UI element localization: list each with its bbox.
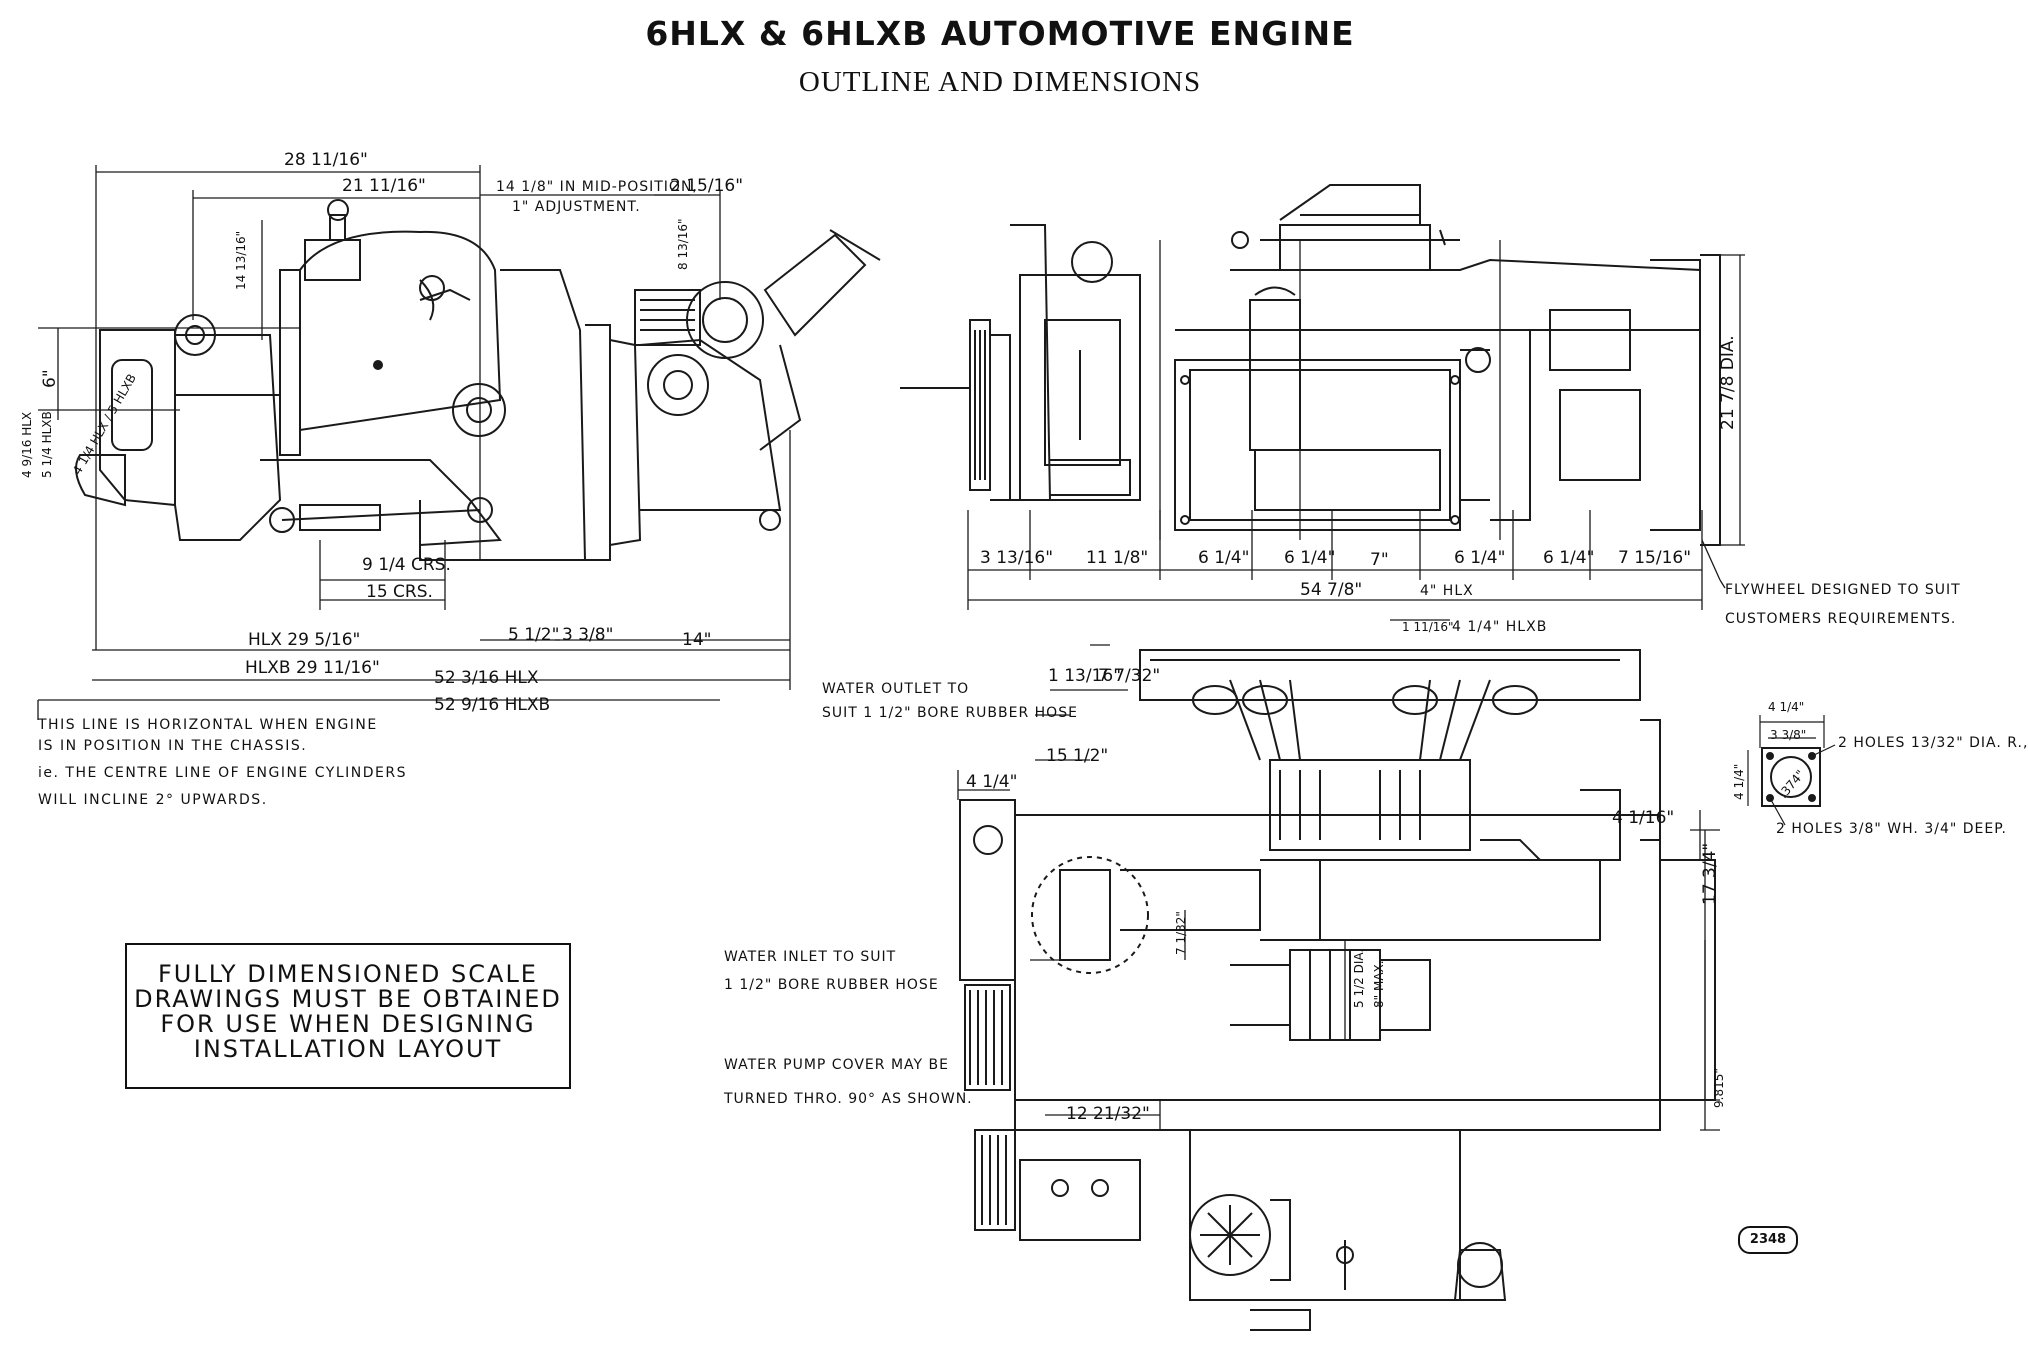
water-outlet-note-1: WATER OUTLET TO <box>822 681 970 697</box>
elev-dim-5: 7" <box>1370 550 1389 570</box>
pump-cover-note-2: TURNED THRO. 90° AS SHOWN. <box>724 1091 973 1107</box>
dim-left-hlx: 4 9/16 HLX <box>20 411 34 478</box>
flange-dim-4v: 4 1/4" <box>1732 763 1746 800</box>
side-view-dimension-lines <box>37 165 791 720</box>
side-elevation-dimension-lines <box>967 240 1745 610</box>
plan-view-dimension-lines <box>957 619 1720 1131</box>
flange-dimension-lines <box>1747 715 1836 826</box>
elev-dim-6: 6 1/4" <box>1454 548 1506 568</box>
plan-dim-17: 17 3/4" <box>1700 842 1720 905</box>
flange-dim-3: 3 3/8" <box>1770 728 1807 742</box>
water-inlet-note-2: 1 1/2" BORE RUBBER HOSE <box>724 977 939 993</box>
plan-dim-1-13: 1 13/16" <box>1048 666 1122 686</box>
elev-dim-4: 6 1/4" <box>1284 548 1336 568</box>
dim-mid-position: 14 1/8" IN MID-POSITION, <box>496 179 698 195</box>
note-line-1: THIS LINE IS HORIZONTAL WHEN ENGINE <box>38 717 378 733</box>
elev-dim-8: 7 15/16" <box>1618 548 1692 568</box>
flywheel-note-2: CUSTOMERS REQUIREMENTS. <box>1725 611 1957 627</box>
pump-cover-note-1: WATER PUMP COVER MAY BE <box>724 1057 949 1073</box>
dim-5-half: 5 1/2" <box>508 625 560 645</box>
side-elevation-engine <box>900 184 1721 546</box>
plan-view-engine <box>959 649 1716 1331</box>
dim-crs-15: 15 CRS. <box>366 582 433 602</box>
plan-dim-7-7: 7 7/32" <box>1098 666 1161 686</box>
drawing-subtitle: OUTLINE AND DIMENSIONS <box>798 66 1202 98</box>
plan-dim-1-11: 1 11/16" <box>1402 620 1454 634</box>
scale-drawings-warning-box: FULLY DIMENSIONED SCALE DRAWINGS MUST BE… <box>125 943 571 1089</box>
plan-dim-12: 12 21/32" <box>1066 1104 1150 1124</box>
dim-second-top: 21 11/16" <box>342 176 426 196</box>
dim-hlxb-29: HLXB 29 11/16" <box>245 658 380 678</box>
elev-dim-2: 11 1/8" <box>1086 548 1149 568</box>
drawing-title: 6HLX & 6HLXB AUTOMOTIVE ENGINE <box>645 14 1355 53</box>
dim-hlx-29: HLX 29 5/16" <box>248 630 361 650</box>
elev-dim-3: 6 1/4" <box>1198 548 1250 568</box>
warning-line-4: INSTALLATION LAYOUT <box>193 1035 503 1063</box>
dim-14: 14" <box>682 630 712 650</box>
flange-holes-note-1: 2 HOLES 13/32" DIA. R., <box>1838 735 2028 751</box>
water-inlet-note-1: WATER INLET TO SUIT <box>724 949 897 965</box>
note-line-4: WILL INCLINE 2° UPWARDS. <box>38 792 268 808</box>
dim-vert-small: 8 13/16" <box>676 218 690 270</box>
horizontal-line-note: THIS LINE IS HORIZONTAL WHEN ENGINE IS I… <box>38 712 407 814</box>
warning-line-2: DRAWINGS MUST BE OBTAINED <box>134 985 562 1013</box>
dim-overall-top: 28 11/16" <box>284 150 368 170</box>
plan-dim-7-32: 7 1/32" <box>1174 911 1188 955</box>
note-line-2: IS IN POSITION IN THE CHASSIS. <box>38 738 308 754</box>
dim-vert-top: 14 13/16" <box>234 230 248 290</box>
elev-dim-overall: 54 7/8" <box>1300 580 1363 600</box>
plan-dim-4-1: 4 1/4" <box>966 772 1018 792</box>
plan-dim-hlx-4: 4" HLX <box>1420 583 1474 599</box>
side-view-engine <box>75 199 881 561</box>
plan-dim-4-1-16: 4 1/16" <box>1612 808 1675 828</box>
elev-dim-7: 6 1/4" <box>1543 548 1595 568</box>
water-outlet-note-2: SUIT 1 1/2" BORE RUBBER HOSE <box>822 705 1078 721</box>
dim-adjustment: 1" ADJUSTMENT. <box>512 199 641 215</box>
dim-3-3-8: 3 3/8" <box>562 625 614 645</box>
dim-crs-9: 9 1/4 CRS. <box>362 555 451 575</box>
elev-dim-1: 3 13/16" <box>980 548 1054 568</box>
plan-dim-9815: 9.815" <box>1712 1068 1726 1108</box>
dim-left-hlxb: 5 1/4 HLXB <box>40 411 54 478</box>
flange-detail-drawing <box>1761 747 1821 807</box>
drawing-number-badge: 2348 <box>1738 1226 1798 1254</box>
warning-line-1: FULLY DIMENSIONED SCALE <box>158 960 538 988</box>
flywheel-note-1: FLYWHEEL DESIGNED TO SUIT <box>1725 582 1961 598</box>
plan-dim-8-max: 8" MAX. <box>1372 960 1386 1008</box>
flange-holes-note-2: 2 HOLES 3/8" WH. 3/4" DEEP. <box>1776 821 2007 837</box>
elev-dim-dia: 21 7/8 DIA. <box>1718 335 1738 430</box>
dim-overall-hlxb: 52 9/16 HLXB <box>434 695 551 715</box>
plan-dim-15: 15 1/2" <box>1046 746 1109 766</box>
dim-right-top: 2 15/16" <box>670 176 744 196</box>
dim-left-6: 6" <box>40 369 60 388</box>
plan-dim-hlxb-4: 4 1/4" HLXB <box>1452 619 1548 635</box>
note-line-3: ie. THE CENTRE LINE OF ENGINE CYLINDERS <box>38 765 407 781</box>
dim-overall-hlx: 52 3/16 HLX <box>434 668 539 688</box>
warning-line-3: FOR USE WHEN DESIGNING <box>160 1010 536 1038</box>
flange-dim-4: 4 1/4" <box>1768 700 1805 714</box>
plan-dim-5-dia: 5 1/2 DIA. <box>1352 948 1366 1008</box>
